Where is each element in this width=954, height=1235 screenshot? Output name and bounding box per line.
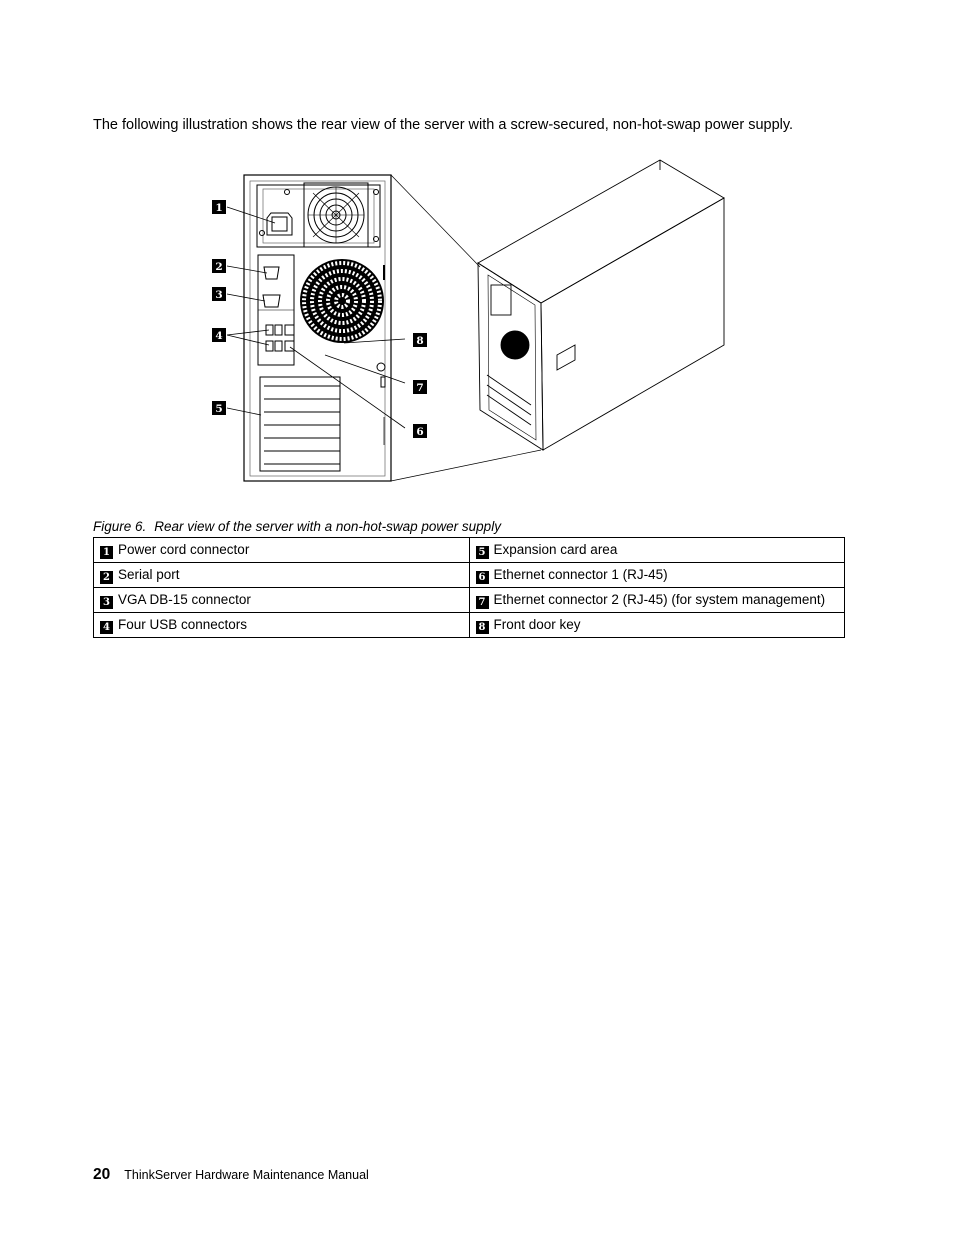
legend-text: VGA DB-15 connector: [118, 591, 251, 607]
callout-number: 2: [100, 570, 113, 584]
legend-cell: 1 Power cord connector: [93, 537, 470, 563]
figure-caption-text: Rear view of the server with a non-hot-s…: [154, 518, 501, 534]
legend-cell: 5 Expansion card area: [468, 537, 845, 563]
callout-4: 4: [212, 328, 226, 342]
figure-caption: Figure 6. Rear view of the server with a …: [93, 519, 501, 534]
svg-text:3: 3: [215, 289, 222, 301]
svg-text:8: 8: [416, 335, 423, 347]
table-row: 4 Four USB connectors 8 Front door key: [93, 612, 845, 638]
svg-text:7: 7: [416, 382, 423, 394]
intro-paragraph: The following illustration shows the rea…: [93, 116, 794, 133]
legend-cell: 2 Serial port: [93, 562, 470, 588]
svg-text:5: 5: [215, 403, 222, 415]
callout-number: 5: [475, 545, 489, 559]
legend-text: Four USB connectors: [118, 616, 248, 632]
svg-text:2: 2: [215, 261, 222, 273]
svg-text:4: 4: [215, 330, 222, 342]
manual-title: ThinkServer Hardware Maintenance Manual: [124, 1168, 369, 1182]
legend-cell: 8 Front door key: [468, 612, 845, 638]
legend-cell: 3 VGA DB-15 connector: [93, 587, 470, 613]
legend-cell: 4 Four USB connectors: [93, 612, 470, 638]
svg-text:6: 6: [416, 426, 423, 438]
legend-text: Ethernet connector 2 (RJ-45) (for system…: [493, 591, 826, 607]
callout-3: 3: [212, 287, 226, 301]
legend-cell: 6 Ethernet connector 1 (RJ-45): [468, 562, 845, 588]
legend-text: Front door key: [493, 616, 581, 632]
callout-number: 8: [475, 620, 489, 634]
callout-8: 8: [413, 333, 427, 347]
table-row: 1 Power cord connector 5 Expansion card ar…: [93, 537, 845, 563]
callout-legend-table: 1 Power cord connector 5 Expansion card ar…: [93, 537, 845, 638]
page-footer: 20 ThinkServer Hardware Maintenance Manua…: [93, 1166, 369, 1184]
callout-number: 4: [100, 620, 113, 634]
legend-cell: 7 Ethernet connector 2 (RJ-45) (for syste…: [468, 587, 845, 613]
callout-7: 7: [413, 380, 427, 394]
callout-1: 1: [212, 200, 226, 214]
server-perspective-view: [390, 159, 725, 482]
legend-text: Expansion card area: [493, 541, 618, 557]
legend-text: Serial port: [118, 566, 180, 582]
table-row: 2 Serial port 6 Ethernet connector 1 (RJ-4…: [93, 562, 845, 588]
svg-text:1: 1: [215, 202, 222, 214]
callout-6: 6: [413, 424, 427, 438]
callout-5: 5: [212, 401, 226, 415]
legend-text: Power cord connector: [118, 541, 250, 557]
figure-label: Figure 6.: [93, 518, 147, 534]
server-rear-view-illustration: 1 2 3 4 5 6 7 8: [212, 159, 725, 482]
callout-number: 3: [100, 595, 113, 609]
callout-number: 6: [475, 570, 489, 584]
table-row: 3 VGA DB-15 connector 7 Ethernet connector…: [93, 587, 845, 613]
page-number: 20: [93, 1166, 111, 1183]
callout-2: 2: [212, 259, 226, 273]
rear-panel: [243, 174, 392, 482]
callout-number: 7: [475, 595, 489, 609]
callout-number: 1: [100, 545, 113, 559]
legend-text: Ethernet connector 1 (RJ-45): [493, 566, 668, 582]
